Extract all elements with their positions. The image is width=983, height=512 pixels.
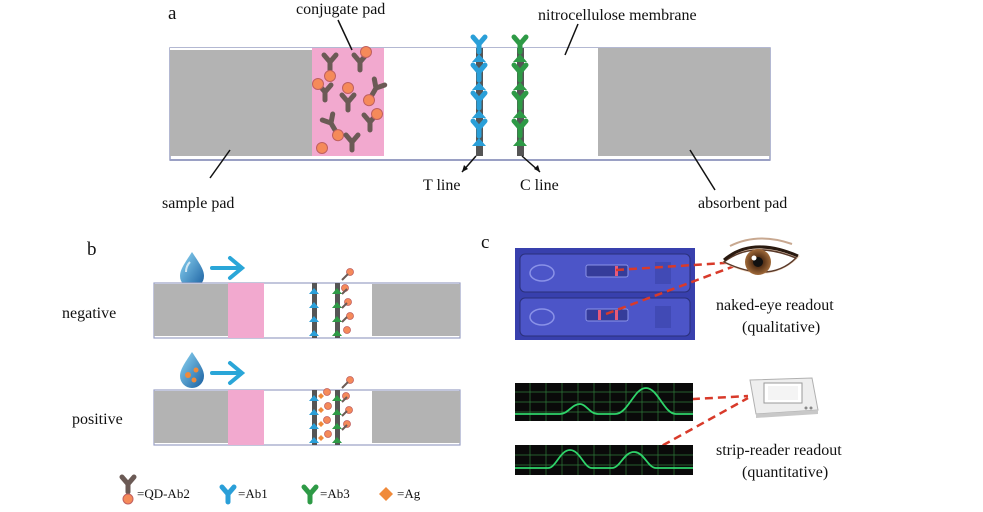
panel-label-a: a — [168, 3, 177, 24]
c-line-label: C line — [520, 177, 559, 194]
strip-reader-label-line1: strip-reader readout — [716, 442, 842, 459]
cassette-photo — [515, 248, 695, 340]
t-line-label: T line — [423, 177, 460, 194]
strip-positive — [154, 377, 460, 446]
c-line-arrowhead — [534, 165, 540, 172]
water-drop-icon-positive — [180, 352, 204, 388]
absorbent-pad-label: absorbent pad — [698, 195, 787, 212]
negative-label: negative — [62, 305, 116, 322]
arrow-right-icon-positive — [212, 363, 242, 383]
legend: =QD-Ab2 =Ab1 =Ab3 =Ag — [122, 477, 421, 504]
reader-trace-bottom — [515, 445, 693, 475]
legend-ab1-icon — [222, 487, 234, 502]
naked-eye-label-line1: naked-eye readout — [716, 297, 834, 314]
positive-label: positive — [72, 411, 123, 428]
nitrocellulose-membrane-label: nitrocellulose membrane — [538, 7, 697, 24]
panel-b: b negative — [62, 239, 460, 445]
legend-qd-ab2-icon — [122, 477, 134, 504]
arrow-right-icon-negative — [212, 258, 242, 278]
strip-reader-label-line2: (quantitative) — [742, 464, 828, 481]
legend-ag-label: =Ag — [397, 486, 421, 501]
strip-reader-device-icon — [750, 378, 818, 418]
panel-a: a — [162, 1, 787, 212]
legend-ab1-label: =Ab1 — [238, 486, 268, 501]
legend-qd-ab2-label: =QD-Ab2 — [137, 486, 190, 501]
reader-trace-top — [515, 383, 693, 421]
legend-ag-icon — [379, 487, 393, 501]
absorbent-pad-block — [598, 48, 770, 156]
legend-ab3-label: =Ab3 — [320, 486, 350, 501]
sample-pad-label: sample pad — [162, 195, 234, 212]
naked-eye-label-line2: (qualitative) — [742, 319, 820, 336]
sample-pad-block — [170, 50, 315, 156]
panel-label-c: c — [481, 232, 489, 253]
panel-label-b: b — [87, 239, 97, 260]
eye-icon — [722, 238, 800, 275]
legend-ab3-icon — [304, 487, 316, 502]
panel-c: c — [481, 232, 842, 481]
conjugate-pad-label: conjugate pad — [296, 1, 385, 18]
